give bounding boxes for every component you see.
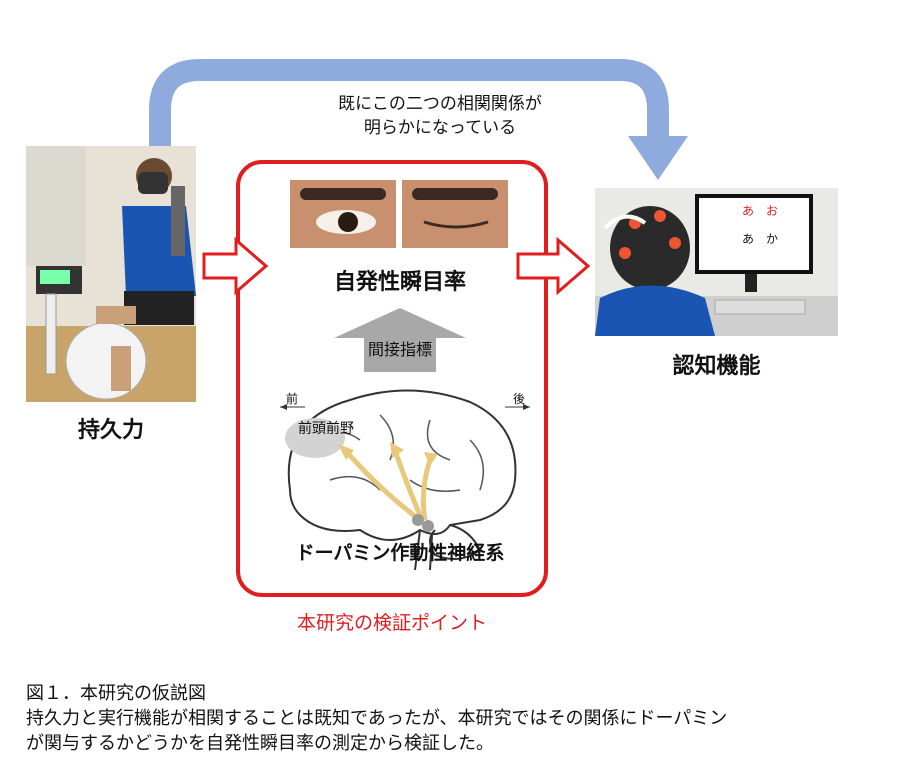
verification-point-label: 本研究の検証ポイント: [296, 612, 487, 634]
caption-line2: が関与するかどうかを自発性瞬目率の測定から検証した。: [26, 733, 494, 754]
brain-illustration: [280, 389, 530, 571]
screen-text-bottom-1: あ: [742, 232, 755, 246]
screen-text-top-2: お: [766, 204, 779, 218]
verification-frame: [236, 160, 548, 597]
arc-label-line1: 既にこの二つの相関関係が: [338, 94, 542, 114]
caption-line1: 持久力と実行機能が相関することは既知であったが、本研究ではその関係にドーパミン: [26, 708, 728, 729]
figure-caption: 図１．本研究の仮説図 持久力と実行機能が相関することは既知であったが、本研究では…: [26, 681, 876, 756]
arc-label: 既にこの二つの相関関係が 明らかになっている: [260, 92, 620, 140]
arc-label-line2: 明らかになっている: [363, 118, 517, 138]
left-red-arrow: [202, 236, 269, 296]
person-eeg-computer-photo: [595, 188, 838, 336]
front-direction-label: 前: [286, 392, 299, 406]
screen-text-bottom-2: か: [766, 232, 779, 246]
caption-title: 図１．本研究の仮説図: [26, 683, 206, 704]
back-direction-label: 後: [513, 392, 526, 406]
cognition-label: 認知機能: [672, 354, 761, 379]
endurance-label: 持久力: [77, 418, 144, 443]
blink-rate-label: 自発性瞬目率: [333, 270, 466, 295]
top-arc-arrow: [149, 59, 688, 180]
eyes-closed-photo: [402, 180, 508, 248]
right-red-arrow: [516, 236, 591, 296]
screen-text-top-1: あ: [742, 204, 755, 218]
prefrontal-cortex-label: 前頭前野: [298, 421, 354, 437]
dopamine-system-label: ドーパミン作動性神経系: [295, 542, 505, 564]
indirect-indicator-label: 間接指標: [367, 340, 432, 359]
gray-up-arrow: [334, 308, 466, 372]
person-exercise-bike-photo: [26, 146, 196, 402]
eyes-open-photo: [290, 180, 396, 248]
